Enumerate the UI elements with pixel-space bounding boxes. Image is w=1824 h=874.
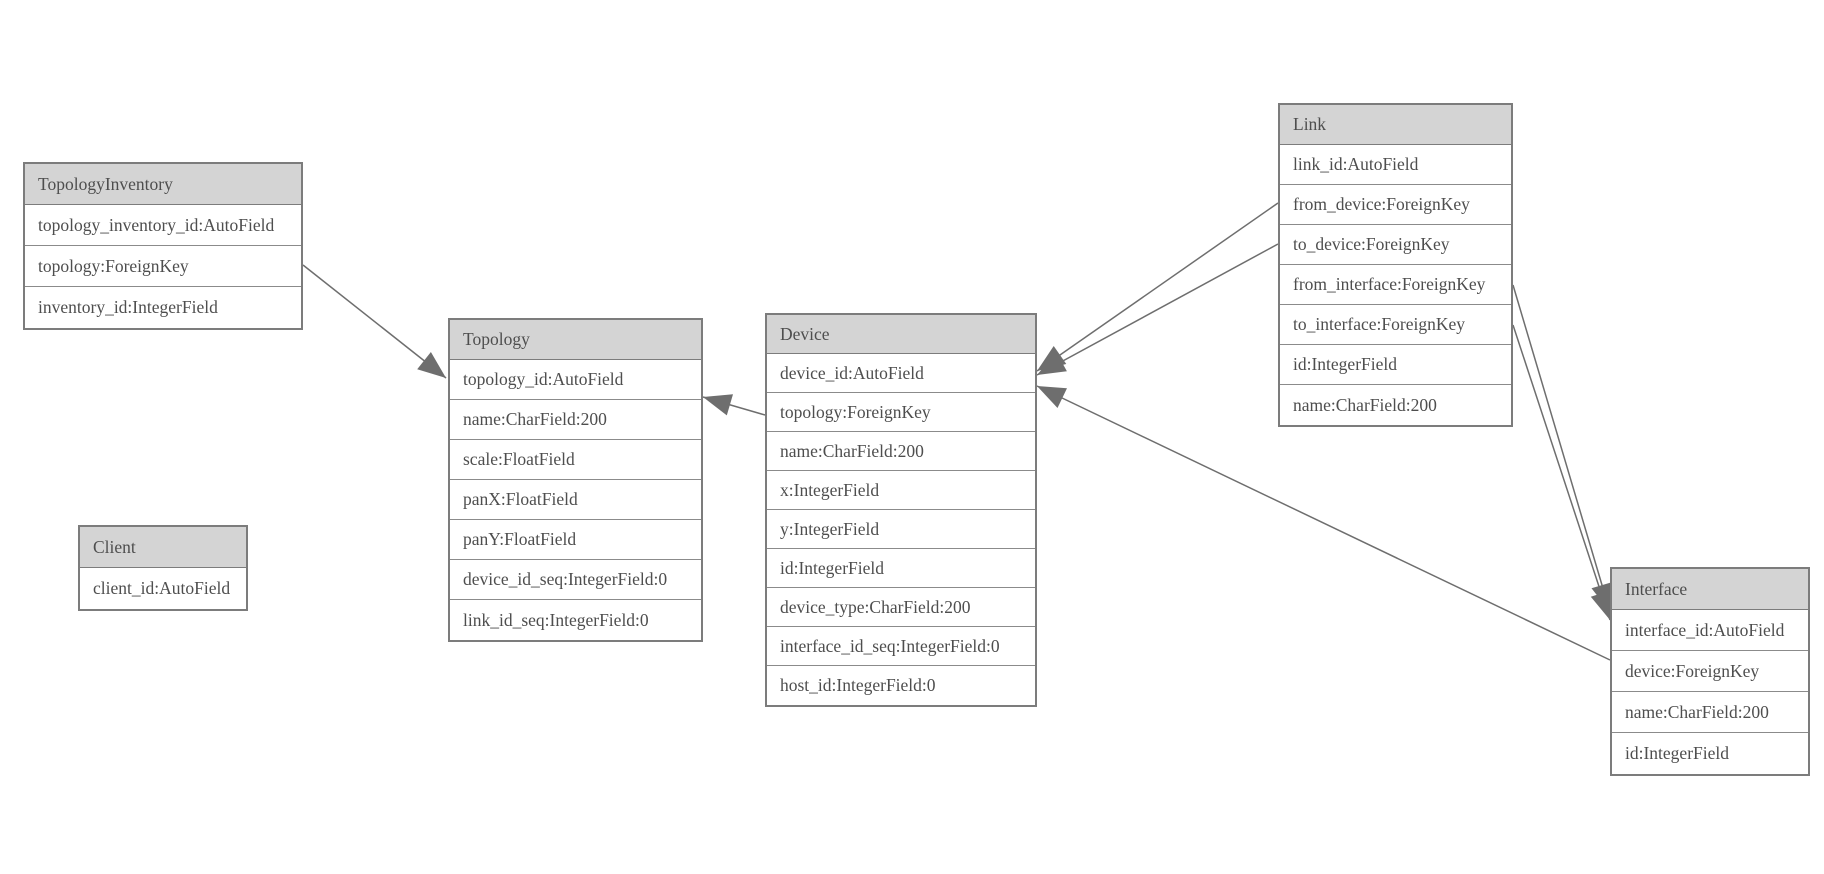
entity-field-link: name:CharField:200 — [1280, 385, 1511, 425]
entity-field-device: x:IntegerField — [767, 471, 1035, 510]
entity-field-device: interface_id_seq:IntegerField:0 — [767, 627, 1035, 666]
entity-title-topology-inventory: TopologyInventory — [25, 164, 301, 205]
relation-arrowhead-link-to_interface-to-interface — [1590, 590, 1612, 620]
entity-field-topology: topology_id:AutoField — [450, 360, 701, 400]
entity-title-link: Link — [1280, 105, 1511, 145]
entity-field-topology: link_id_seq:IntegerField:0 — [450, 600, 701, 640]
entity-field-link: to_device:ForeignKey — [1280, 225, 1511, 265]
relation-line-link-to_interface-to-interface — [1512, 324, 1611, 621]
entity-field-interface: interface_id:AutoField — [1612, 610, 1808, 651]
entity-field-device: y:IntegerField — [767, 510, 1035, 549]
entity-field-device: host_id:IntegerField:0 — [767, 666, 1035, 705]
entity-title-client: Client — [80, 527, 246, 568]
entity-field-interface: device:ForeignKey — [1612, 651, 1808, 692]
entity-field-topology: scale:FloatField — [450, 440, 701, 480]
entity-field-topology-inventory: topology_inventory_id:AutoField — [25, 205, 301, 246]
entity-field-device: device_type:CharField:200 — [767, 588, 1035, 627]
relation-arrowhead-link-to_device-to-device — [1037, 352, 1067, 375]
entity-field-topology: name:CharField:200 — [450, 400, 701, 440]
entity-field-interface: name:CharField:200 — [1612, 692, 1808, 733]
entity-title-topology: Topology — [450, 320, 701, 360]
entity-field-link: to_interface:ForeignKey — [1280, 305, 1511, 345]
entity-field-device: device_id:AutoField — [767, 354, 1035, 393]
relation-arrowhead-topologyinventory-topology-to-topology — [417, 352, 446, 378]
relation-arrowhead-interface-device-to-device — [1037, 386, 1067, 408]
entity-field-topology: device_id_seq:IntegerField:0 — [450, 560, 701, 600]
relation-line-link-to_device-to-device — [1036, 243, 1279, 376]
entity-field-link: from_device:ForeignKey — [1280, 185, 1511, 225]
entity-field-topology: panY:FloatField — [450, 520, 701, 560]
relation-line-link-from_device-to-device — [1036, 202, 1279, 372]
entity-field-topology: panX:FloatField — [450, 480, 701, 520]
entity-field-device: name:CharField:200 — [767, 432, 1035, 471]
entity-field-link: id:IntegerField — [1280, 345, 1511, 385]
entity-field-topology-inventory: topology:ForeignKey — [25, 246, 301, 287]
entity-title-interface: Interface — [1612, 569, 1808, 610]
relation-arrowhead-device-topology-to-topology — [703, 394, 733, 416]
relation-line-interface-device-to-device — [1036, 385, 1611, 661]
entity-field-link: link_id:AutoField — [1280, 145, 1511, 185]
relation-line-link-from_interface-to-interface — [1512, 284, 1611, 613]
entity-field-topology-inventory: inventory_id:IntegerField — [25, 287, 301, 328]
entity-field-client: client_id:AutoField — [80, 568, 246, 609]
entity-title-device: Device — [767, 315, 1035, 354]
entity-field-link: from_interface:ForeignKey — [1280, 265, 1511, 305]
entity-field-device: id:IntegerField — [767, 549, 1035, 588]
relation-line-topologyinventory-topology-to-topology — [302, 264, 447, 379]
entity-field-device: topology:ForeignKey — [767, 393, 1035, 432]
entity-field-interface: id:IntegerField — [1612, 733, 1808, 774]
